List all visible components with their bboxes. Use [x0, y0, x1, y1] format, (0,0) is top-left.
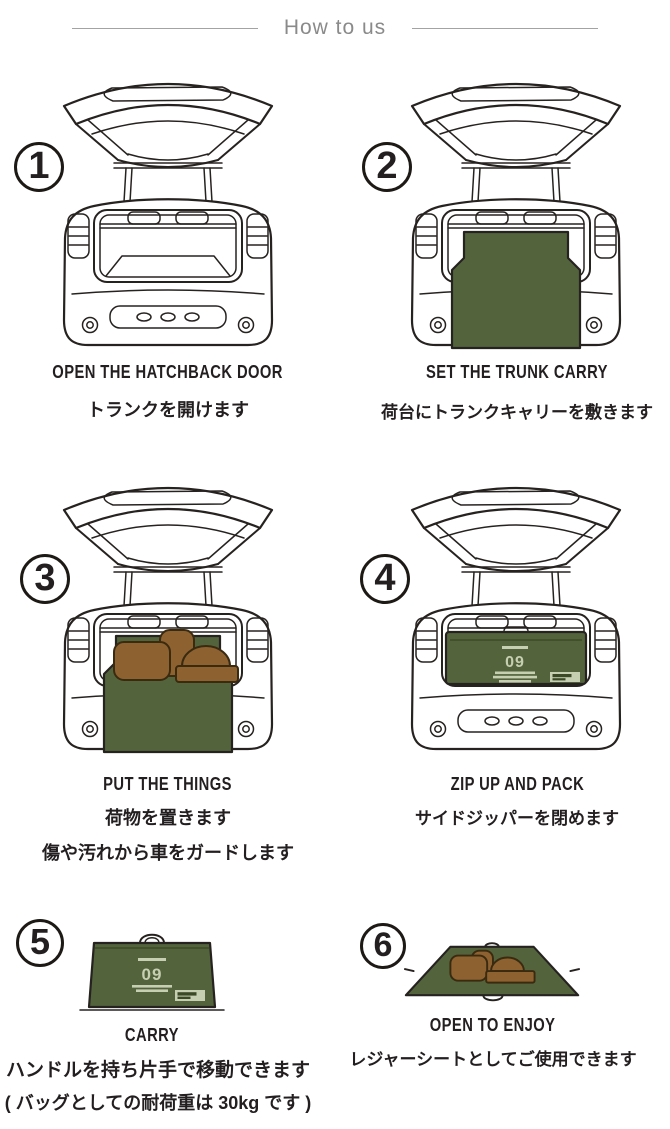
carry-bag-illustration: 09 — [79, 933, 225, 1011]
step-number-badge: 3 — [20, 554, 70, 604]
step-1: 1 OPEN THE HATCHBACK DOOR トランクを開けます — [2, 60, 334, 460]
step-title-en: CARRY — [125, 1025, 179, 1045]
step-caption-jp: トランクを開けます — [87, 400, 249, 420]
step-caption-jp: ハンドルを持ち片手で移動できます — [5, 1060, 310, 1081]
step-5: 5 09 CARRY ハンドルを持ち片手で移動できます ( — [2, 905, 334, 1129]
header-divider-left — [71, 27, 258, 29]
sheet-tab-right — [569, 968, 581, 972]
step-number-badge: 4 — [360, 554, 410, 604]
print-number: 09 — [142, 965, 163, 984]
step-number-badge: 2 — [362, 142, 412, 192]
step-number: 3 — [34, 557, 56, 599]
step-4: 4 09 ZIP U — [336, 462, 668, 882]
step-number: 6 — [373, 926, 393, 964]
picnic-sheet-illustration — [403, 942, 581, 1002]
header-divider-right — [412, 27, 599, 29]
step-title-en: PUT THE THINGS — [103, 774, 233, 794]
sheet-tab-left — [403, 968, 415, 972]
step-title-en: SET THE TRUNK CARRY — [426, 362, 608, 382]
step-number-badge: 5 — [16, 919, 64, 967]
sheet-handle — [482, 994, 504, 1002]
brand-patch — [175, 990, 205, 1001]
car-illustration-with-things — [62, 486, 274, 754]
step-caption-jp: 荷台にトランクキャリーを敷きます — [381, 403, 653, 422]
step-number-badge: 6 — [360, 923, 406, 969]
step-caption-jp: ( バッグとしての耐荷重は 30kg です ) — [4, 1093, 312, 1113]
step-number: 1 — [28, 145, 50, 187]
brand-patch — [550, 672, 580, 682]
step-title-en: OPEN THE HATCHBACK DOOR — [52, 362, 284, 382]
car-illustration-open-trunk — [62, 82, 274, 347]
step-number: 5 — [29, 921, 51, 962]
header: How to us — [0, 16, 670, 40]
car-illustration-packed: 09 — [410, 486, 622, 751]
step-number-badge: 1 — [14, 142, 64, 192]
step-caption-jp: 傷や汚れから車をガードします — [42, 843, 294, 863]
step-3: 3 PUT THE THINGS 荷物を置きます 傷や汚れから車をガードします — [2, 462, 334, 882]
print-number: 09 — [505, 654, 525, 671]
print-block: 09 — [132, 958, 172, 992]
step-caption-jp: サイドジッパーを閉めます — [415, 809, 619, 828]
step-caption-jp: 荷物を置きます — [105, 808, 231, 828]
page-title: How to us — [283, 16, 387, 39]
cargo-items — [449, 949, 536, 984]
car-illustration-with-mat — [410, 82, 622, 350]
step-2: 2 SET THE TRUNK CARRY 荷台にトランクキャリーを敷きます — [336, 60, 668, 460]
step-title-en: OPEN TO ENJOY — [430, 1015, 556, 1035]
step-number: 2 — [376, 145, 398, 187]
step-number: 4 — [374, 557, 396, 599]
packed-bag: 09 — [444, 626, 588, 686]
step-6: 6 OPEN TO ENJOY レジャーシートとしてご使用できます — [336, 905, 668, 1129]
bag-handle — [139, 933, 165, 944]
step-title-en: ZIP UP AND PACK — [450, 774, 584, 794]
step-caption-jp: レジャーシートとしてご使用できます — [349, 1050, 637, 1069]
print-block: 09 — [493, 646, 537, 683]
